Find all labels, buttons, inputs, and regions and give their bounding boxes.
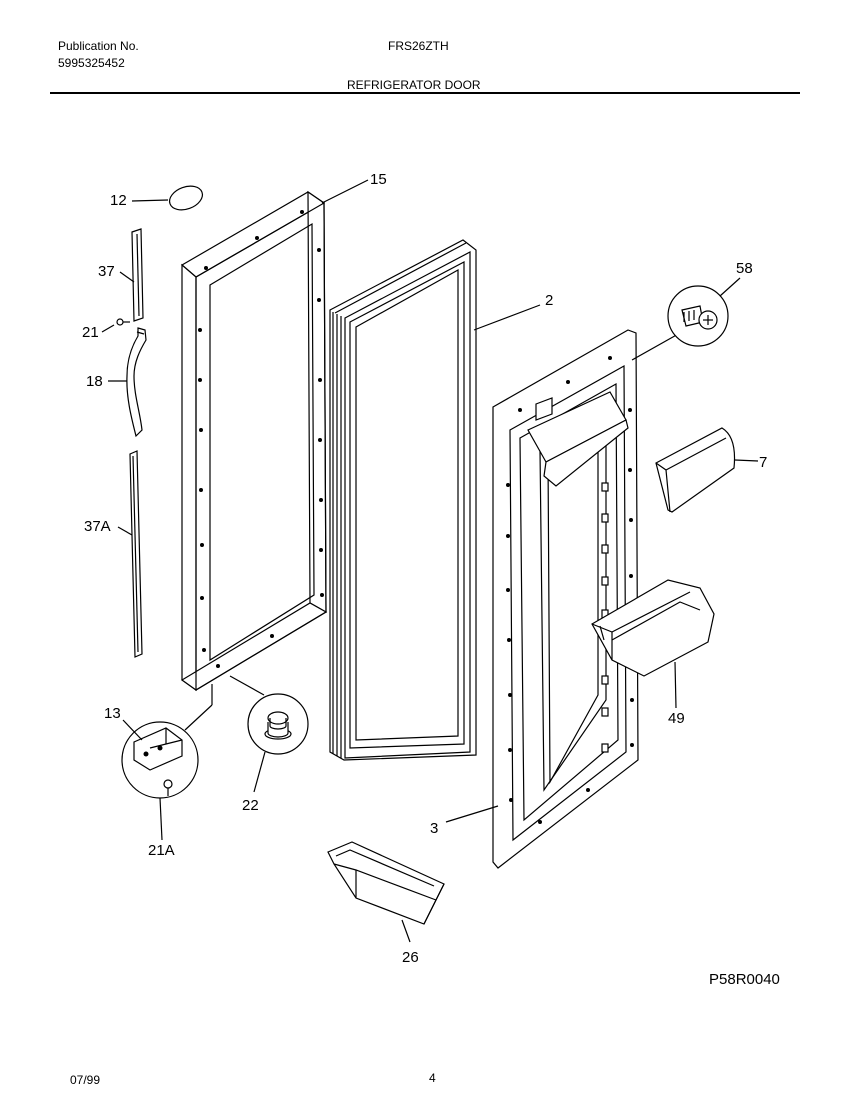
part-49-shelf-bin (591, 579, 715, 709)
callout-37a: 37A (84, 518, 111, 535)
callout-26: 26 (402, 949, 419, 966)
callout-18: 18 (86, 373, 103, 390)
part-26-bin (327, 841, 445, 943)
footer-date: 07/99 (70, 1073, 101, 1087)
part-13-hinge (121, 684, 213, 841)
part-58-screw (667, 277, 741, 347)
part-37a-lower-trim (117, 450, 143, 658)
section-title: REFRIGERATOR DOOR (347, 78, 481, 92)
part-3-inner-liner (445, 329, 681, 869)
callout-13: 13 (104, 705, 121, 722)
page-number: 4 (429, 1071, 436, 1085)
callout-37: 37 (98, 263, 115, 280)
callout-2: 2 (545, 292, 553, 309)
callout-58: 58 (736, 260, 753, 277)
callout-49: 49 (668, 710, 685, 727)
publication-label: Publication No. (58, 39, 139, 53)
callout-15: 15 (370, 171, 387, 188)
callout-22: 22 (242, 797, 259, 814)
part-12-cap (131, 185, 204, 211)
publication-number: 5995325452 (58, 56, 125, 70)
callout-3: 3 (430, 820, 438, 837)
callout-7: 7 (759, 454, 767, 471)
callout-21: 21 (82, 324, 99, 341)
model-number: FRS26ZTH (388, 39, 449, 53)
part-22-bushing (229, 675, 309, 793)
part-15-outer-frame (180, 179, 369, 692)
diagram-code: P58R0040 (709, 971, 780, 988)
part-2-gasket (329, 239, 541, 761)
part-37-upper-trim (119, 228, 144, 322)
header-rule (50, 92, 800, 94)
callout-21a: 21A (148, 842, 175, 859)
part-21-screw (101, 318, 130, 333)
part-18-handle (108, 327, 147, 438)
part-7-dairy-door (655, 427, 759, 513)
callout-12: 12 (110, 192, 127, 209)
